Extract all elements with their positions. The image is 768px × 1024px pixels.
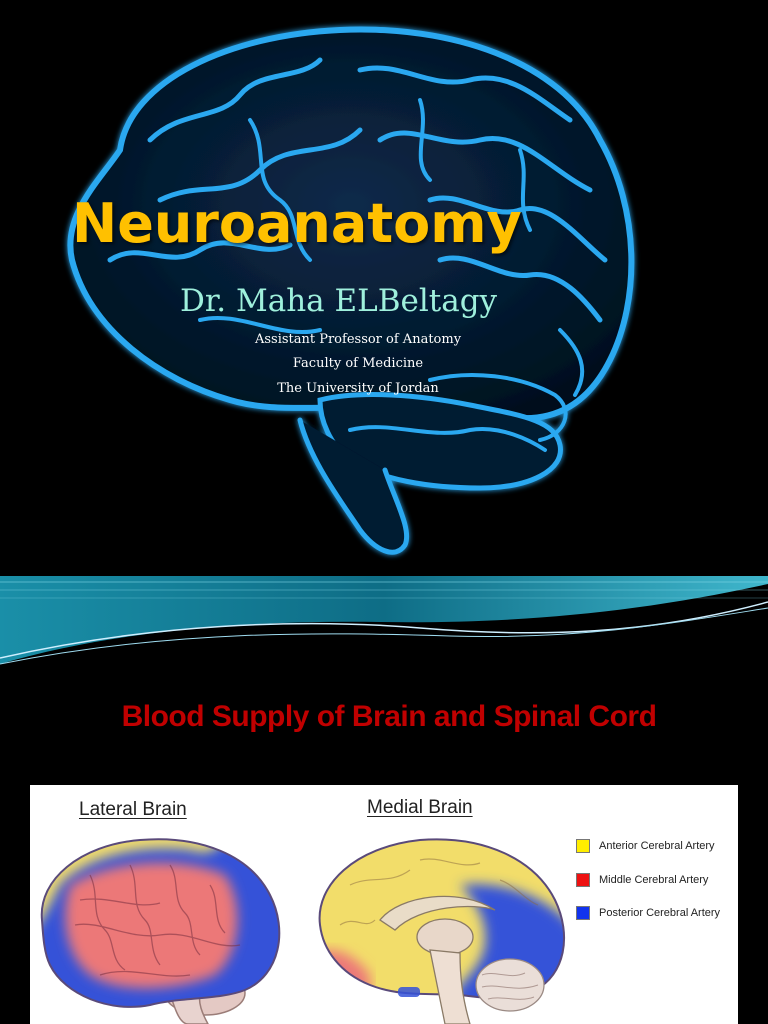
author-name: Dr. Maha ELBeltagy xyxy=(180,283,498,319)
medial-brain-label: Medial Brain xyxy=(367,797,473,818)
legend-item-anterior: Anterior Cerebral Artery xyxy=(576,838,715,854)
decorative-wave-band xyxy=(0,576,768,665)
affiliation-line: Faculty of Medicine xyxy=(292,356,424,371)
legend-item-posterior: Posterior Cerebral Artery xyxy=(576,905,720,921)
affiliation-line: Assistant Professor of Anatomy xyxy=(254,332,462,347)
lateral-brain-diagram xyxy=(40,838,281,1024)
affiliation-line: The University of Jordan xyxy=(277,381,439,396)
legend-label: Anterior Cerebral Artery xyxy=(599,840,715,852)
legend-swatch-yellow xyxy=(576,839,590,853)
legend-swatch-blue xyxy=(576,906,590,920)
legend-label: Middle Cerebral Artery xyxy=(599,874,709,886)
lateral-brain-label: Lateral Brain xyxy=(79,799,187,820)
legend-item-middle: Middle Cerebral Artery xyxy=(576,872,708,888)
page-title: Neuroanatomy xyxy=(72,192,522,255)
title-slide: Neuroanatomy Dr. Maha ELBeltagy Assistan… xyxy=(0,26,768,665)
glowing-brain-illustration xyxy=(67,26,635,555)
slide-subtitle: Blood Supply of Brain and Spinal Cord xyxy=(121,700,657,733)
arterial-territories-figure: Lateral Brain Medial Brain xyxy=(30,785,738,1024)
medial-brain-diagram xyxy=(318,838,566,1024)
legend-label: Posterior Cerebral Artery xyxy=(599,907,721,919)
legend-swatch-red xyxy=(576,873,590,887)
